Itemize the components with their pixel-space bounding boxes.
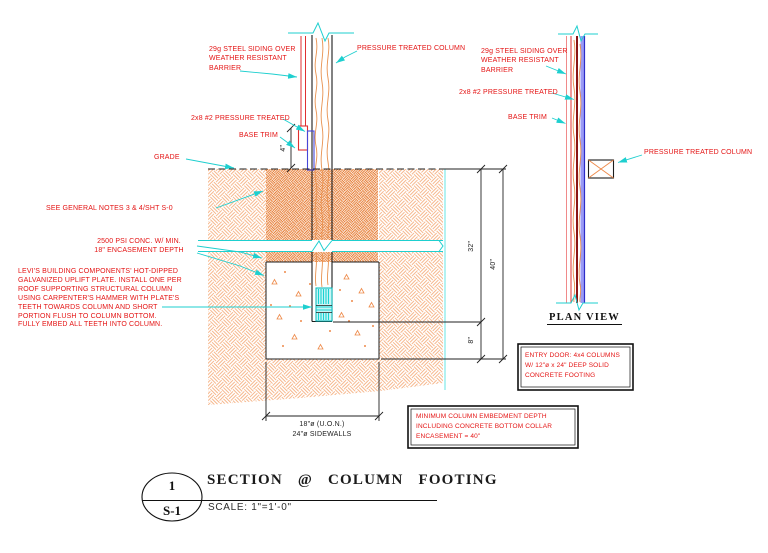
plan-column-x	[588, 159, 614, 179]
plan-bottom-break	[556, 293, 598, 312]
callout-entry-door: ENTRY DOOR: 4x4 COLUMNS W/ 12"ø x 24" DE…	[525, 352, 620, 379]
note-uplift-plate: LEVI'S BUILDING COMPONENTS' HOT-DIPPED G…	[18, 268, 182, 329]
plan-leader-lines	[545, 65, 643, 163]
drawing-scale: SCALE: 1"=1'-0"	[208, 502, 292, 513]
detail-bubble	[141, 472, 203, 522]
embedment-box-outer	[407, 405, 579, 449]
dimension-lines	[261, 123, 508, 421]
label-grade: GRADE	[154, 154, 180, 161]
sheet-number: S-1	[162, 503, 182, 518]
plan-view	[545, 24, 643, 312]
entry-door-box-inner	[520, 346, 631, 388]
leader-lines	[162, 50, 358, 310]
callout-boxes	[407, 343, 634, 449]
label-2x8-section: 2x8 #2 PRESSURE TREATED	[191, 115, 290, 122]
entry-door-box-outer	[517, 343, 634, 391]
embedment-box-inner	[410, 408, 576, 446]
title-block	[141, 472, 437, 522]
label-pt-column-plan: PRESSURE TREATED COLUMN	[644, 149, 753, 156]
label-steel-siding-section: 29g STEEL SIDING OVER WEATHER RESISTANT …	[209, 46, 296, 72]
plan-top-break	[558, 24, 598, 43]
label-2x8-plan: 2x8 #2 PRESSURE TREATED	[459, 89, 558, 96]
plan-view-title: PLAN VIEW	[547, 312, 622, 325]
column-lines	[311, 35, 333, 323]
label-steel-siding-plan: 29g STEEL SIDING OVER WEATHER RESISTANT …	[481, 48, 568, 74]
label-pt-column-section: PRESSURE TREATED COLUMN	[357, 45, 466, 52]
detail-number: 1	[168, 478, 176, 493]
pt-2x8-member	[306, 130, 315, 171]
top-break	[288, 21, 354, 43]
callout-embedment: MINIMUM COLUMN EMBEDMENT DEPTH INCLUDING…	[416, 413, 553, 440]
base-trim	[297, 125, 309, 151]
section-view	[162, 21, 508, 421]
note-concrete: 2500 PSI CONC. W/ MIN. 18" ENCASEMENT DE…	[94, 238, 184, 255]
note-general-notes: SEE GENERAL NOTES 3 & 4/SHT S-0	[46, 205, 173, 212]
uplift-plate	[315, 287, 333, 322]
wood-grain	[314, 37, 330, 288]
aggregate-dots	[270, 271, 374, 347]
break-band	[206, 241, 444, 251]
dim-4in: 4"	[279, 144, 287, 152]
break-band-edges	[198, 240, 444, 252]
dim-40in: 40"	[489, 258, 497, 270]
drawing-title: SECTION @ COLUMN FOOTING	[207, 472, 498, 488]
dim-8in: 8"	[467, 336, 475, 344]
siding-lines	[300, 36, 306, 126]
aggregate	[271, 273, 375, 350]
dim-footing-diameter: 18"ø (U.O.N.) 24"ø SIDEWALLS	[292, 421, 352, 438]
plan-wall-lines	[566, 36, 586, 303]
label-base-trim-plan: BASE TRIM	[508, 114, 547, 121]
dim-32in: 32"	[467, 240, 475, 252]
soil-hatch	[208, 169, 443, 405]
label-base-trim-section: BASE TRIM	[239, 132, 278, 139]
plan-wood-grain	[572, 39, 582, 303]
